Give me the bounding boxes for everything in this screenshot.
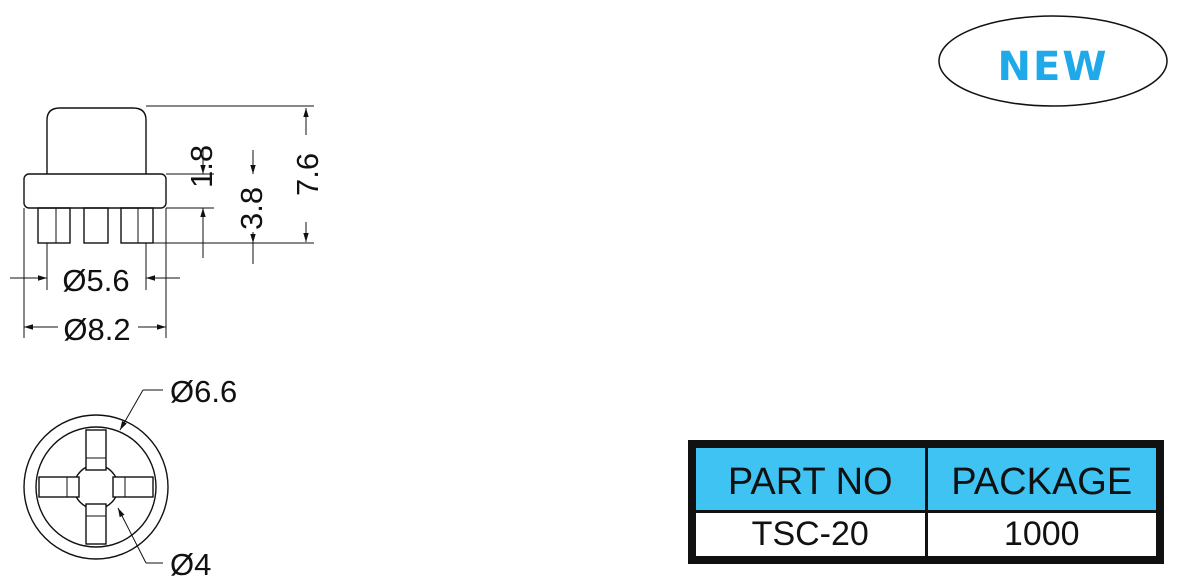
cap-outline xyxy=(46,107,147,174)
table-cell-part-no: TSC-20 xyxy=(696,513,925,556)
dim-diameter-5-6: Ø5.6 xyxy=(62,263,129,298)
outer-circle xyxy=(23,414,169,560)
dim-diameter-4: Ø4 xyxy=(170,547,211,582)
table-header-part-no: PART NO xyxy=(696,448,925,510)
top-view xyxy=(23,389,169,564)
table-header-package: PACKAGE xyxy=(927,448,1156,510)
dim-diameter-8-2: Ø8.2 xyxy=(63,312,130,347)
dim-7-6: 7.6 xyxy=(290,153,325,196)
cross-stem xyxy=(38,429,154,545)
inner-circle xyxy=(73,464,119,510)
dim-diameter-6-6: Ø6.6 xyxy=(170,374,237,409)
part-table: PART NO PACKAGE TSC-20 1000 xyxy=(688,440,1164,564)
flange-outline xyxy=(23,173,167,209)
middle-circle xyxy=(35,426,157,548)
new-badge: NEW xyxy=(938,15,1168,107)
table-cell-package: 1000 xyxy=(927,513,1156,556)
dim-1-8: 1.8 xyxy=(184,145,219,188)
side-view xyxy=(10,105,314,338)
leg-center xyxy=(83,207,109,244)
leg-right xyxy=(120,207,154,244)
dim-3-8: 3.8 xyxy=(234,187,269,230)
new-badge-label: NEW xyxy=(998,44,1109,90)
leg-left xyxy=(37,207,71,244)
